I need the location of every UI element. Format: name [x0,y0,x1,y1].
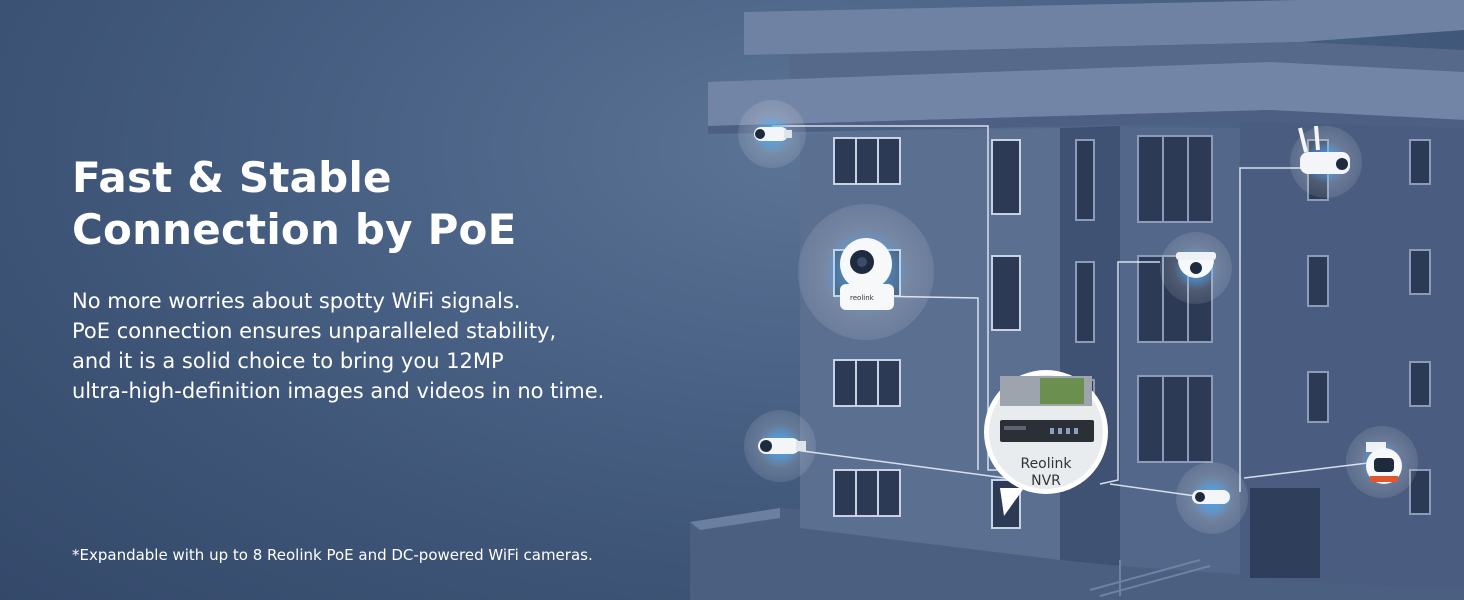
nvr-model: NVR [1031,473,1061,489]
ptz-camera-icon [1346,426,1418,498]
pan-tilt-camera-icon: reolink [798,204,934,340]
window [991,139,1021,215]
headline-line-2: Connection by PoE [72,205,517,254]
footnote: *Expandable with up to 8 Reolink PoE and… [72,546,593,564]
bullet-camera-icon [738,100,806,168]
window [833,137,901,185]
nvr-recorder-icon [984,370,1108,516]
window [1137,375,1213,463]
wifi-camera-icon [1290,125,1362,198]
bullet-camera-icon [1176,462,1248,534]
roof-ledge [708,62,1464,126]
dome-camera-icon [1160,232,1232,304]
description-line-2: PoE connection ensures unparalleled stab… [72,319,557,343]
headline: Fast & Stable Connection by PoE [72,152,732,256]
window [991,255,1021,331]
window [833,359,901,407]
description-line-1: No more worries about spotty WiFi signal… [72,289,521,313]
description: No more worries about spotty WiFi signal… [72,286,732,406]
window [1137,135,1213,223]
roof-top [744,0,1464,55]
headline-line-1: Fast & Stable [72,153,392,202]
bullet-camera-icon [744,410,816,482]
description-line-3: and it is a solid choice to bring you 12… [72,349,504,373]
camera-logo-text: reolink [850,294,875,302]
nvr-brand: Reolink [1020,456,1072,472]
window [833,469,901,517]
text-block: Fast & Stable Connection by PoE No more … [72,152,732,406]
nvr-label: Reolink NVR [990,456,1102,490]
description-line-4: ultra-high-definition images and videos … [72,379,605,403]
